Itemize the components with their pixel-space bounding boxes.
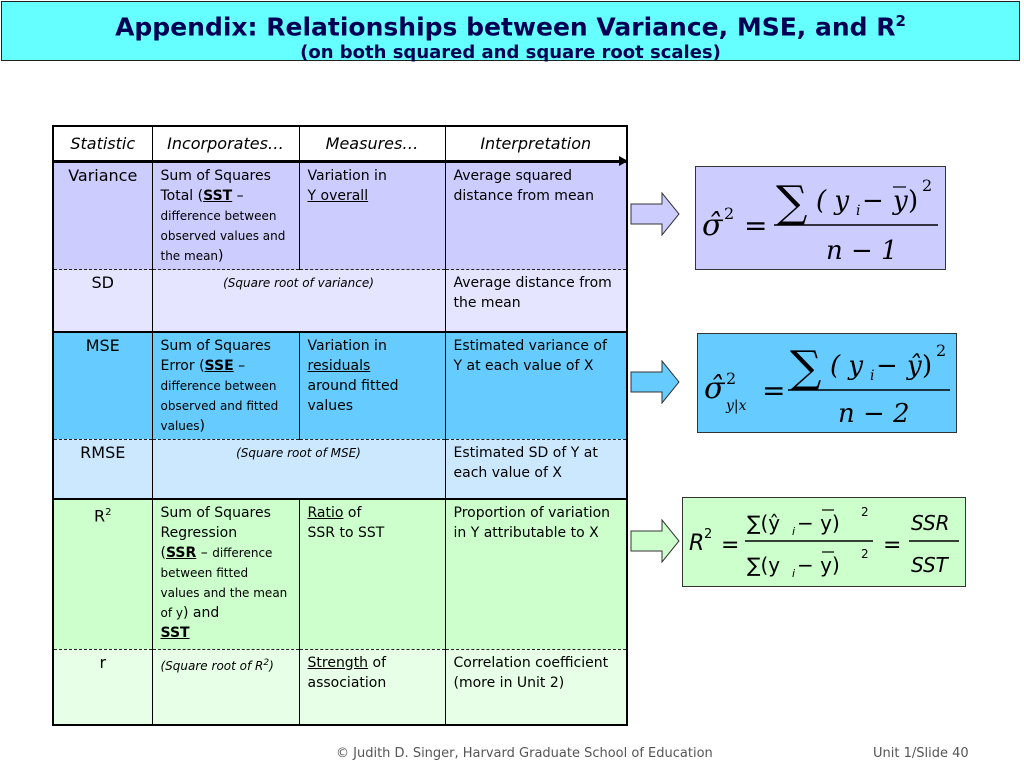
svg-text:y: y — [892, 186, 908, 216]
svg-text:n − 2: n − 2 — [838, 399, 910, 429]
svg-text:=: = — [744, 209, 767, 242]
svg-text:R: R — [689, 531, 704, 556]
sigma-hat: σ̂ — [704, 371, 726, 406]
footer-slide-number: Unit 1/Slide 40 — [873, 746, 969, 761]
sum-symbol: ∑ — [776, 177, 807, 228]
stat-mse: MSE — [52, 331, 153, 440]
header-underline-arrow — [52, 160, 628, 161]
table-row-mse: MSE Sum of Squares Error (SSE – differen… — [52, 331, 628, 440]
right-arrow-icon — [630, 519, 680, 563]
r2-incorporates: Sum of Squares Regression(SSR – differen… — [151, 499, 300, 650]
header-arrowhead — [619, 156, 628, 166]
stat-sd: SD — [52, 269, 153, 333]
r-incorporates: (Square root of R2) — [151, 649, 300, 725]
svg-text:2: 2 — [704, 527, 712, 542]
table-row-variance: Variance Sum of Squares Total (SST – dif… — [52, 162, 628, 270]
svg-text:− y): − y) — [797, 553, 840, 577]
slide-title: Appendix: Relationships between Variance… — [115, 12, 906, 42]
svg-text:i: i — [792, 567, 795, 580]
mse-interpretation: Estimated variance of Y at each value of… — [444, 331, 628, 440]
rmse-merged-note: (Square root of MSE) — [151, 439, 446, 500]
r-interpretation: Correlation coefficient(more in Unit 2) — [444, 649, 628, 725]
variance-interpretation: Average squared distance from mean — [444, 162, 628, 270]
svg-text:=: = — [721, 533, 739, 558]
table-row-r: r (Square root of R2) Strength of associ… — [52, 649, 628, 725]
svg-text:2: 2 — [861, 505, 869, 519]
svg-text:( y: ( y — [830, 351, 863, 381]
r-squared-formula: R 2 = ∑(ŷ i − y) 2 ∑(y i − y) 2 = SSR SS… — [682, 497, 966, 587]
table-header-row: Statistic Incorporates… Measures… Interp… — [52, 126, 628, 163]
svg-text:∑(ŷ: ∑(ŷ — [747, 511, 780, 535]
svg-text:y|x: y|x — [725, 398, 747, 414]
svg-text:): ) — [908, 186, 918, 216]
sd-merged-note: (Square root of variance) — [151, 269, 446, 333]
stat-r: r — [52, 649, 153, 725]
r-measures: Strength of association — [298, 649, 446, 725]
right-arrow-icon — [630, 192, 680, 236]
svg-text:ŷ: ŷ — [906, 351, 922, 381]
stat-rmse: RMSE — [52, 439, 153, 500]
svg-text:−: − — [876, 351, 898, 381]
svg-text:): ) — [922, 351, 932, 381]
svg-text:2: 2 — [936, 341, 946, 360]
footer-copyright: © Judith D. Singer, Harvard Graduate Sch… — [336, 746, 713, 761]
svg-text:i: i — [870, 368, 874, 384]
statistics-table: Statistic Incorporates… Measures… Interp… — [52, 125, 628, 726]
svg-text:i: i — [792, 525, 795, 538]
mse-incorporates: Sum of Squares Error (SSE – difference b… — [151, 331, 300, 440]
svg-text:−: − — [862, 186, 884, 216]
svg-text:2: 2 — [922, 176, 932, 195]
header-statistic: Statistic — [52, 126, 153, 163]
svg-text:2: 2 — [861, 547, 869, 561]
slide-subtitle: (on both squared and square root scales) — [300, 42, 721, 64]
svg-text:=: = — [883, 533, 901, 558]
svg-text:− y): − y) — [797, 511, 840, 535]
rmse-interpretation: Estimated SD of Y at each value of X — [444, 439, 628, 500]
header-incorporates: Incorporates… — [151, 126, 300, 163]
svg-text:2: 2 — [724, 204, 734, 223]
svg-text:SST: SST — [911, 553, 950, 577]
mse-formula: σ̂ 2 y|x = ∑ ( y i − ŷ ) 2 n − 2 — [697, 333, 957, 433]
sd-interpretation: Average distance from the mean — [444, 269, 628, 333]
variance-incorporates: Sum of Squares Total (SST – difference b… — [151, 162, 300, 270]
svg-text:i: i — [856, 203, 860, 219]
sigma-hat: σ̂ — [702, 208, 724, 243]
table-row-rmse: RMSE (Square root of MSE) Estimated SD o… — [52, 439, 628, 500]
svg-text:=: = — [762, 374, 785, 407]
stat-variance: Variance — [52, 162, 153, 270]
header-interpretation: Interpretation — [444, 126, 628, 163]
variance-formula: σ̂ 2 = ∑ ( y i − y ) 2 n − 1 — [695, 166, 946, 270]
svg-text:2: 2 — [726, 369, 736, 388]
stat-r2: R2 — [52, 499, 153, 650]
r2-interpretation: Proportion of variation in Y attributabl… — [444, 499, 628, 650]
header-measures: Measures… — [298, 126, 446, 163]
table-row-sd: SD (Square root of variance) Average dis… — [52, 269, 628, 333]
table-row-r2: R2 Sum of Squares Regression(SSR – diffe… — [52, 499, 628, 650]
right-arrow-icon — [630, 360, 680, 404]
slide-title-box: Appendix: Relationships between Variance… — [1, 1, 1020, 64]
sum-symbol: ∑ — [790, 342, 821, 393]
svg-text:SSR: SSR — [911, 511, 950, 535]
svg-text:( y: ( y — [816, 186, 849, 216]
svg-text:n − 1: n − 1 — [826, 236, 898, 266]
svg-text:∑(y: ∑(y — [747, 553, 780, 577]
